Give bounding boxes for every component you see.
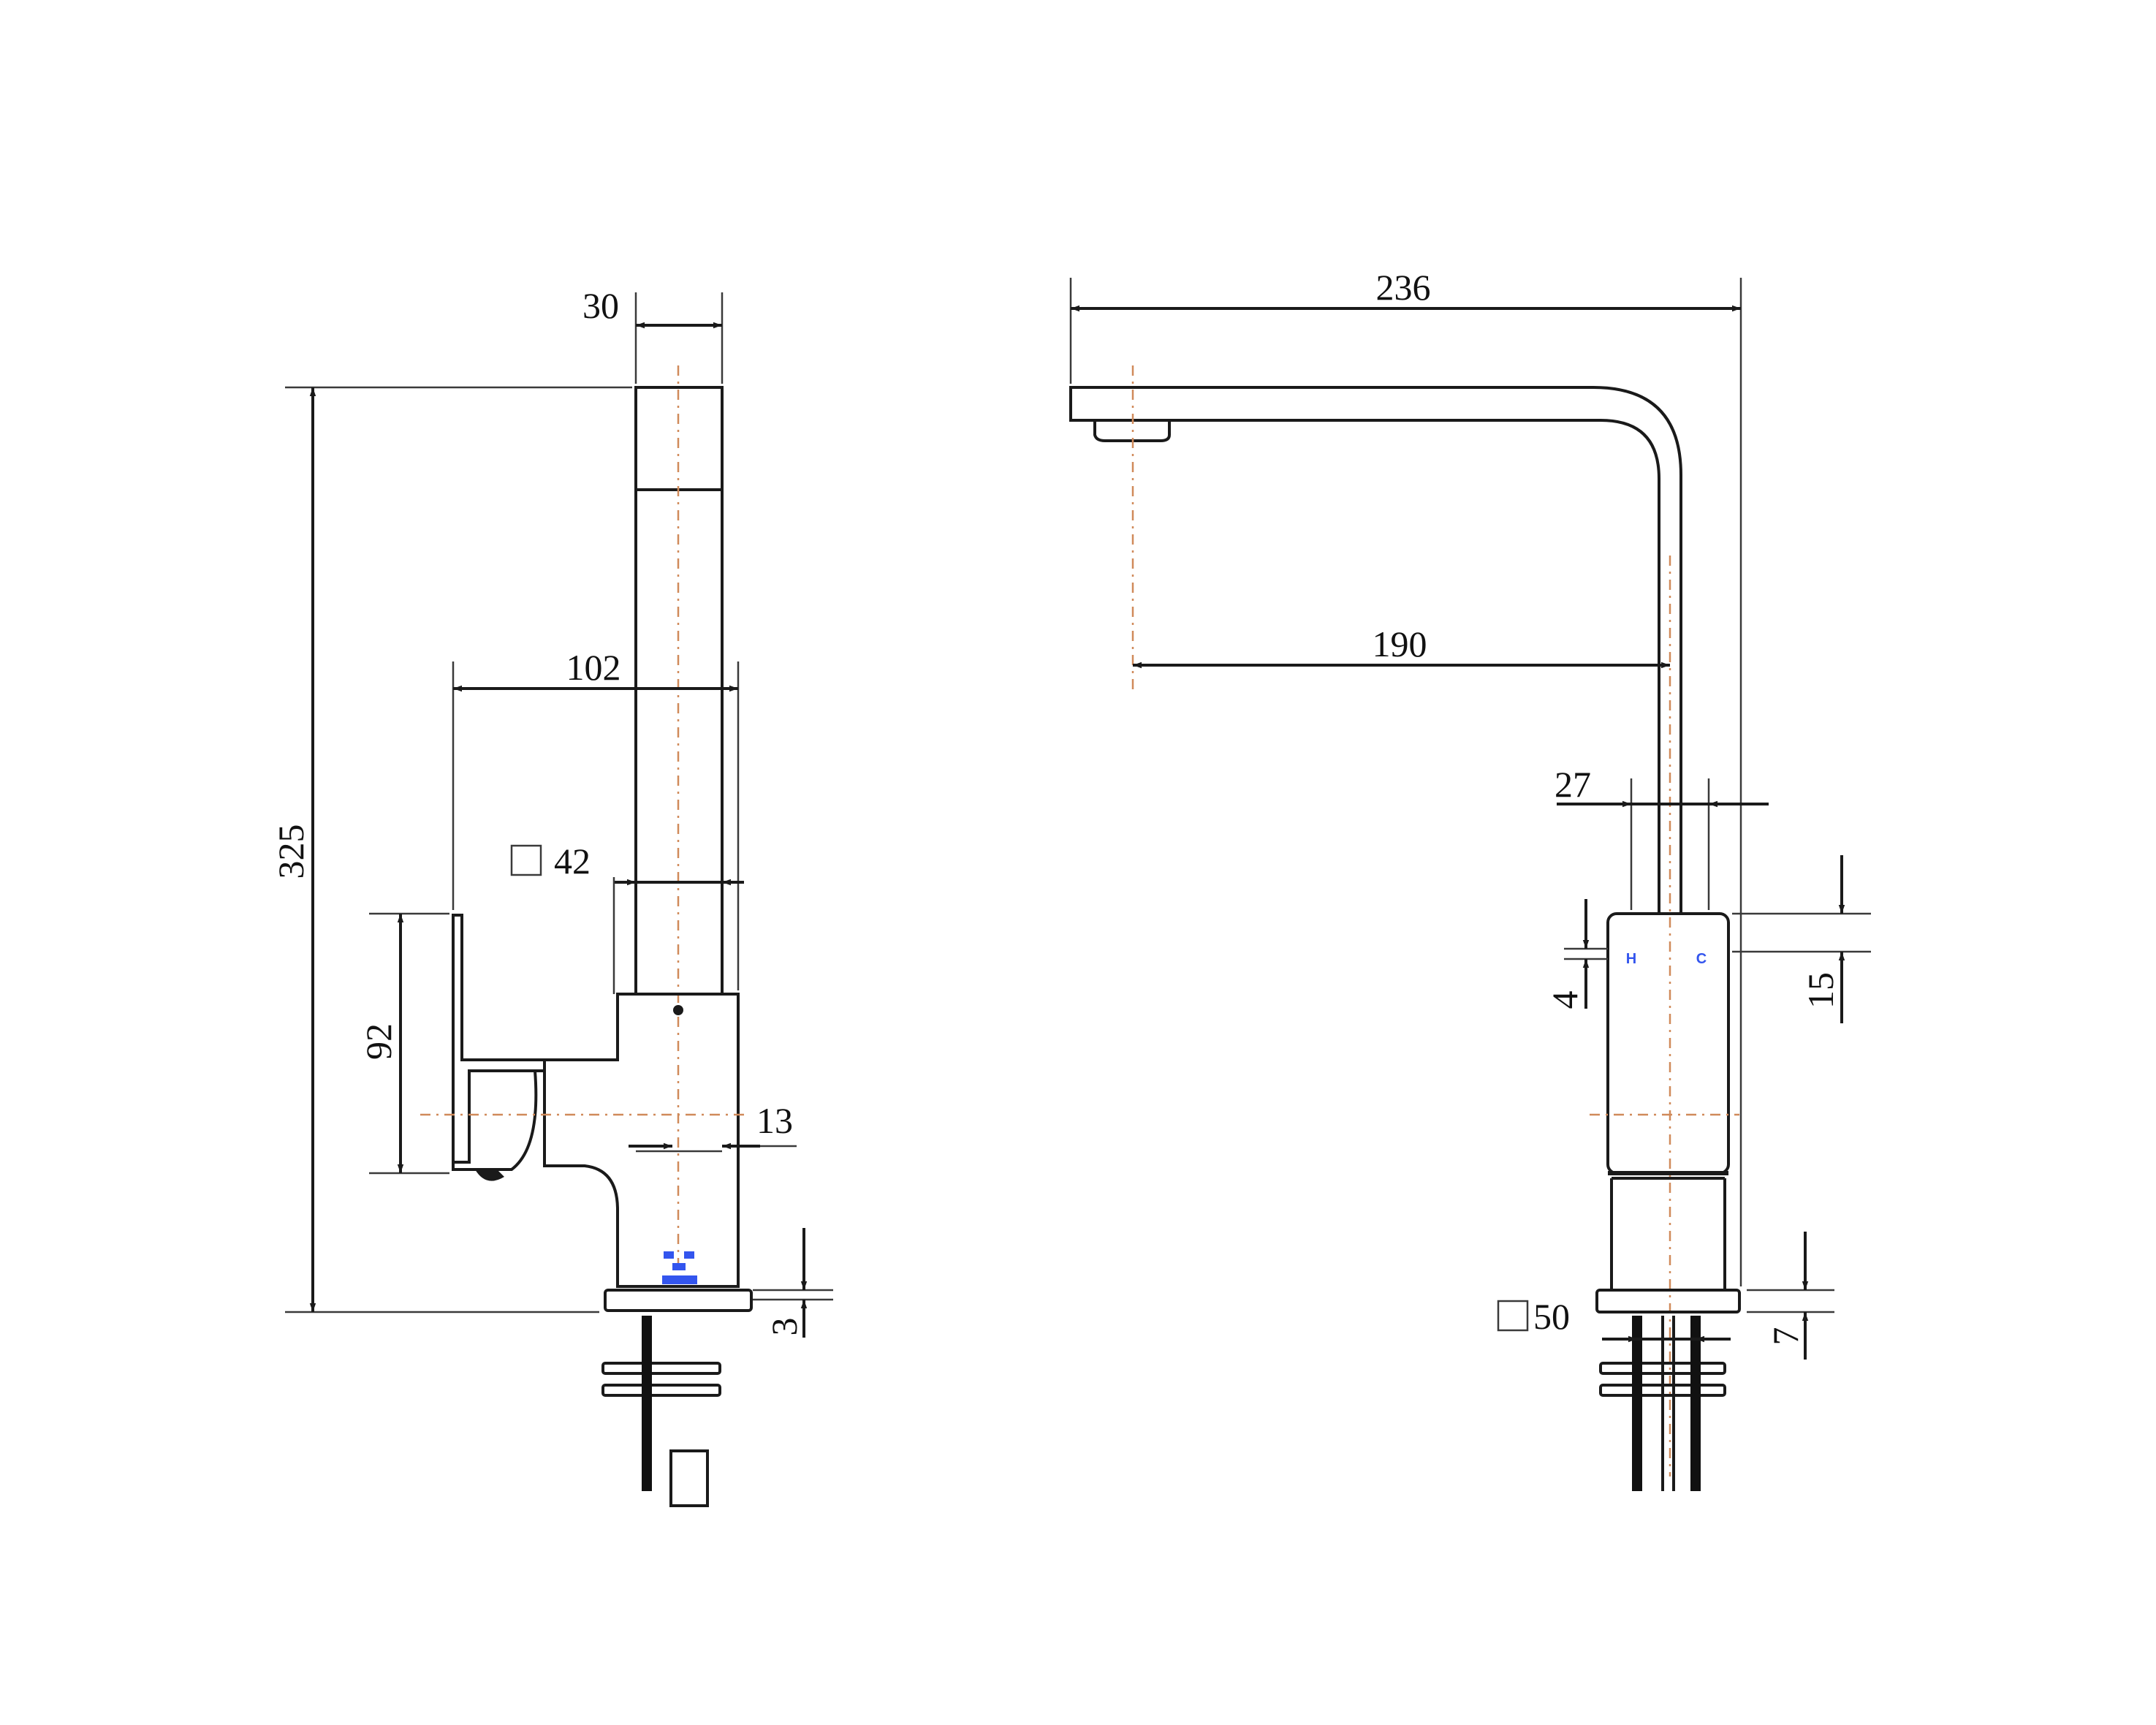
- dim-marking-band: 15: [1732, 855, 1871, 1023]
- dim-spout-projection: 190: [1133, 623, 1670, 669]
- label-spout-tube: 27: [1555, 764, 1591, 805]
- label-base-square: 50: [1533, 1296, 1570, 1337]
- square-symbol-icon: [510, 844, 542, 876]
- dim-spout-reach: 236: [1069, 267, 1742, 1286]
- label-spout-reach: 236: [1376, 267, 1431, 308]
- side-view: 30 325 102 42: [270, 285, 833, 1507]
- square-symbol-icon: [1497, 1300, 1529, 1332]
- dim-body-square: 42: [510, 841, 744, 994]
- dim-base-offset: 13: [629, 1100, 797, 1150]
- label-handle-reach: 102: [566, 647, 621, 688]
- label-base-plate-front: 7: [1765, 1327, 1806, 1346]
- cold-marking: C: [1696, 951, 1707, 967]
- dim-base-plate-side: 3: [753, 1228, 833, 1338]
- label-spout-width: 30: [582, 285, 619, 326]
- label-spout-projection: 190: [1373, 623, 1427, 664]
- front-base: [1595, 1289, 1741, 1491]
- label-handle-height: 92: [358, 1023, 399, 1060]
- side-body: [543, 993, 740, 1288]
- side-spout: [634, 365, 724, 1272]
- label-body-square: 42: [554, 841, 591, 882]
- dim-handle-reach: 102: [452, 647, 740, 990]
- label-base-offset: 13: [756, 1100, 793, 1141]
- label-marking-offset: 4: [1544, 991, 1585, 1009]
- side-handle: [420, 914, 745, 1181]
- dim-spout-tube: 27: [1555, 764, 1769, 910]
- front-body: H C: [1590, 912, 1739, 1290]
- label-marking-band: 15: [1800, 972, 1841, 1009]
- dim-spout-width: 30: [582, 285, 724, 384]
- label-overall-height: 325: [270, 824, 311, 879]
- hot-marking: H: [1626, 951, 1636, 967]
- front-view: H C 236 190: [1069, 267, 1871, 1491]
- side-hc-marking: [662, 1251, 697, 1284]
- dim-base-square: 50: [1497, 1296, 1731, 1343]
- dim-overall-height: 325: [270, 386, 632, 1313]
- dim-base-plate-front: 7: [1747, 1232, 1834, 1360]
- front-spout: [1069, 365, 1682, 1476]
- dim-marking-offset: 4: [1544, 899, 1608, 1009]
- label-base-plate-side: 3: [764, 1318, 805, 1336]
- side-base: [601, 1289, 753, 1507]
- dim-handle-height: 92: [358, 912, 449, 1175]
